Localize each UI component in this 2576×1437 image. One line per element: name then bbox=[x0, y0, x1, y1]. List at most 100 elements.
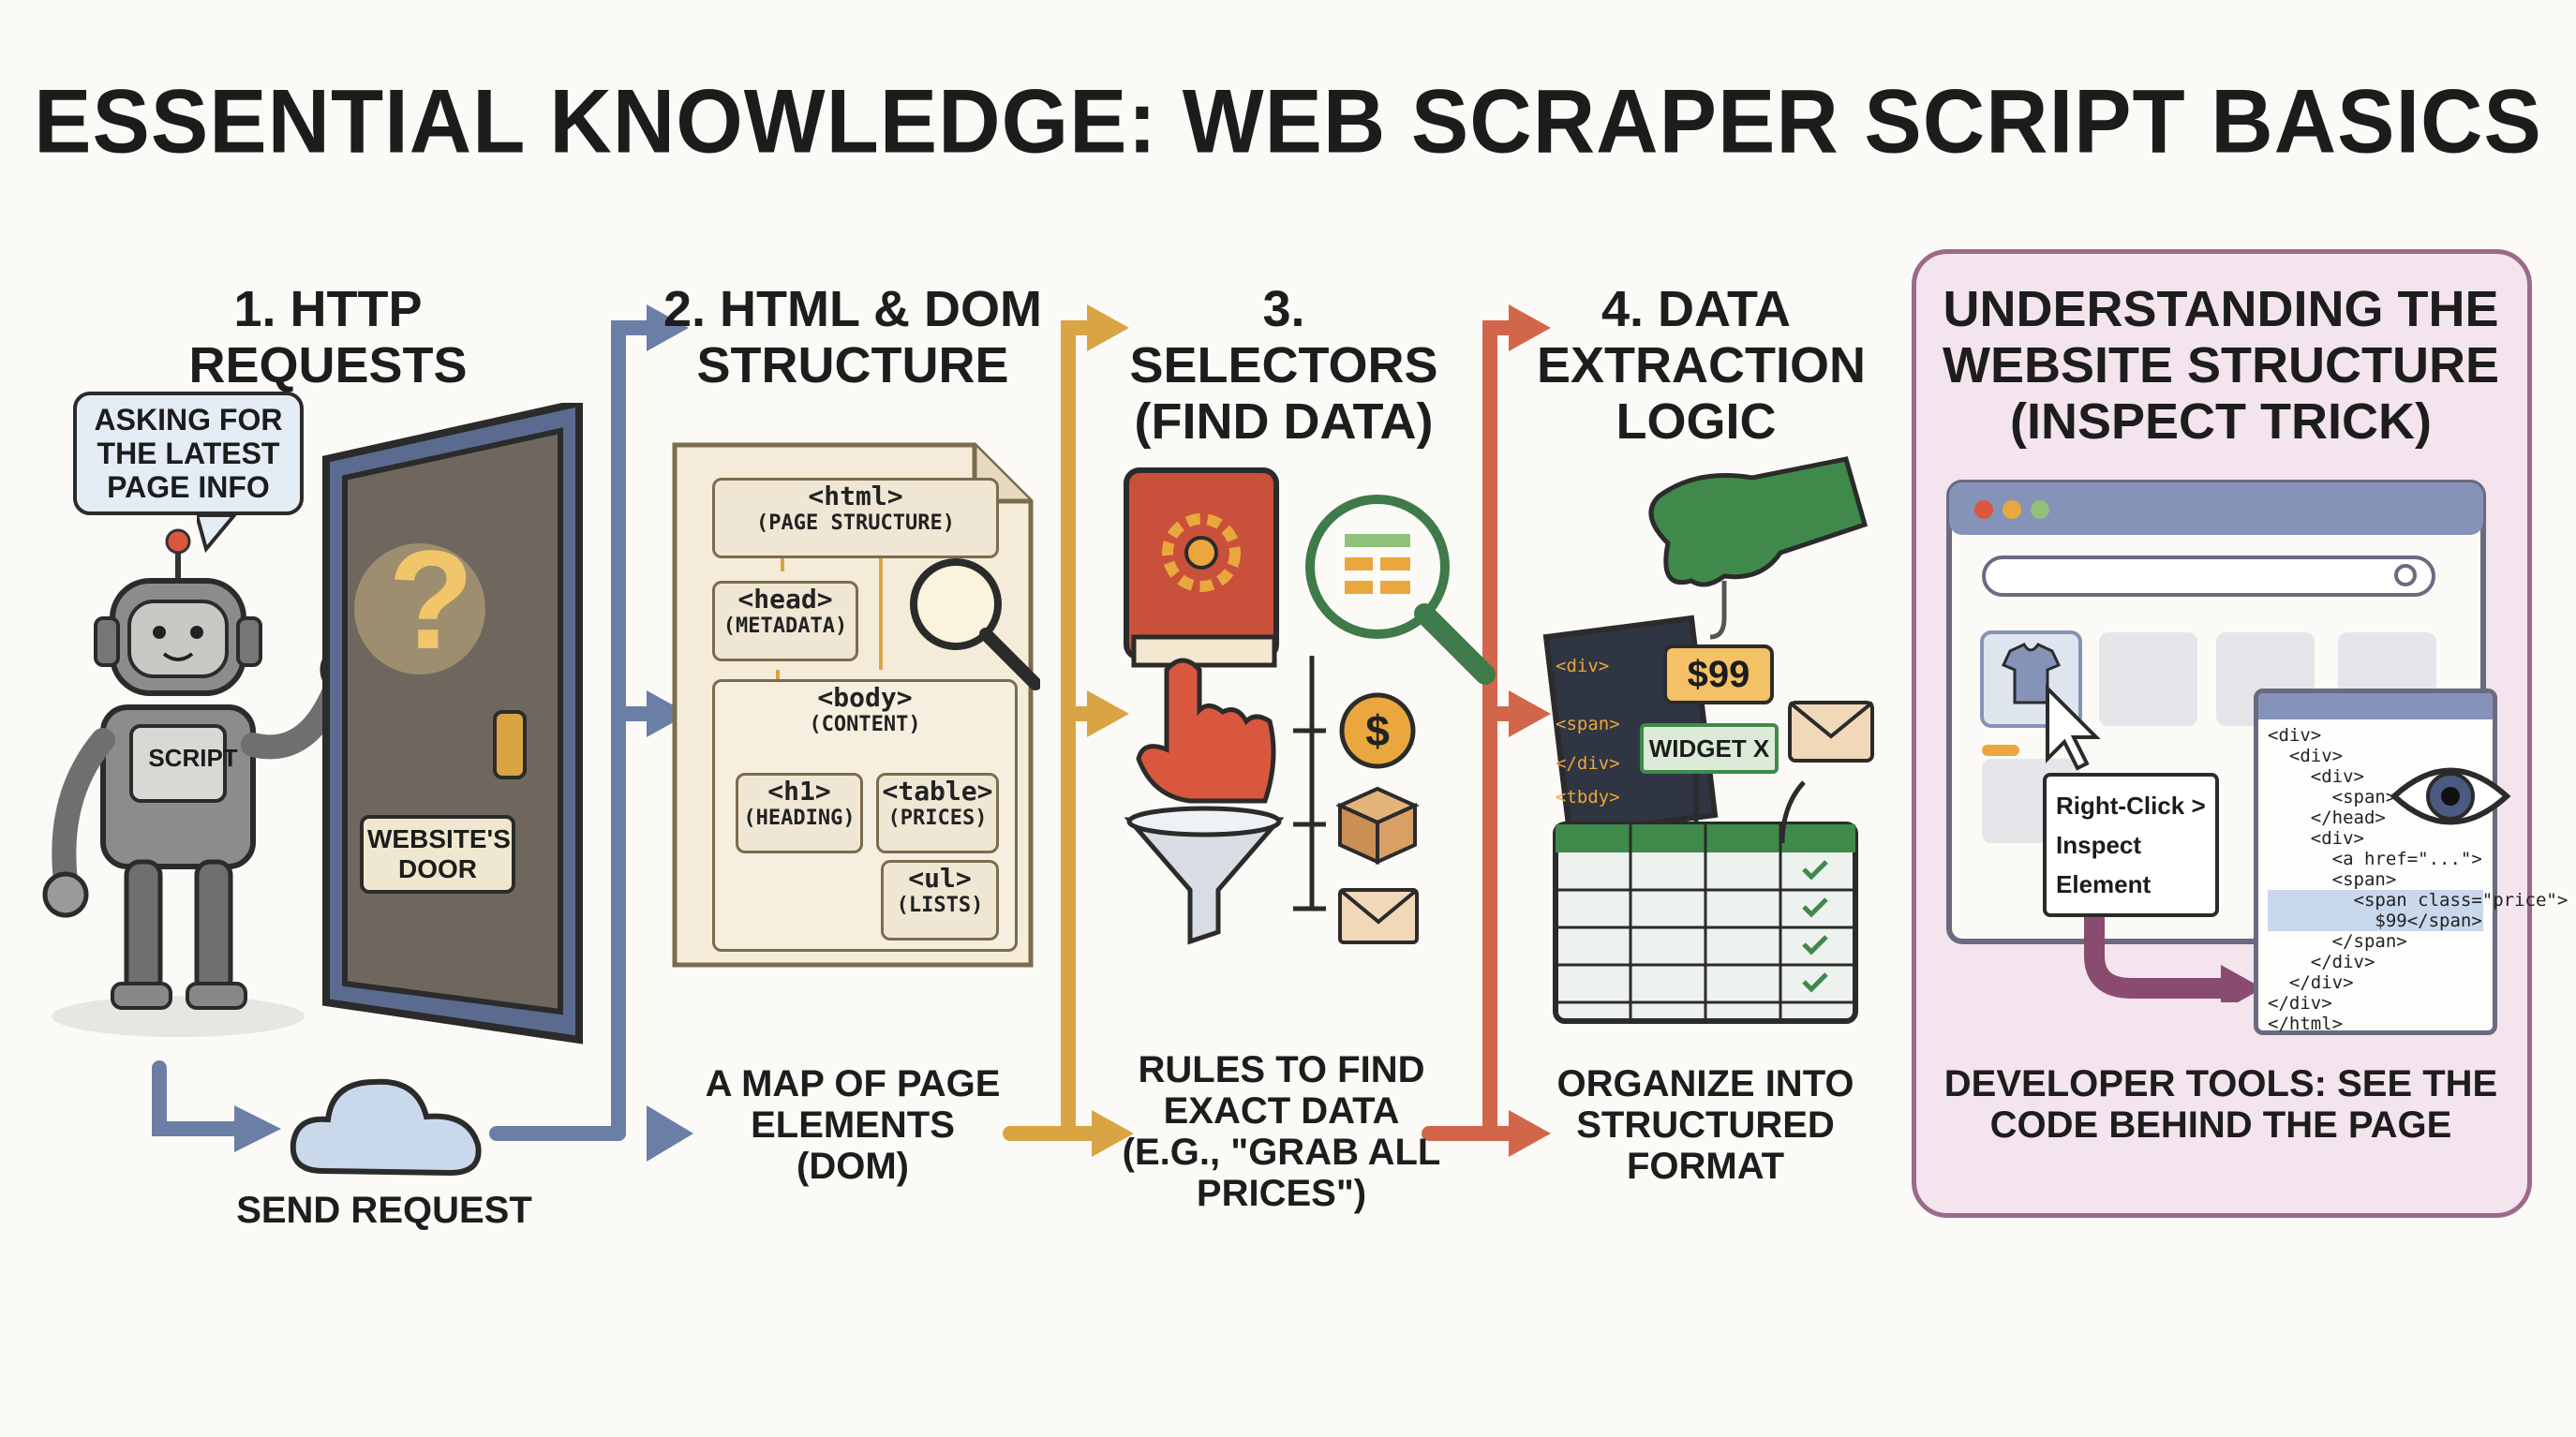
step4-heading-line: 4. DATA bbox=[1601, 281, 1791, 337]
code-line: </html> bbox=[2268, 1014, 2344, 1034]
step5-heading-line: WEBSITE STRUCTURE bbox=[1943, 337, 2499, 393]
node-sub: (LISTS) bbox=[896, 894, 984, 917]
magnifier-icon bbox=[1305, 495, 1496, 685]
step3-heading: 3. SELECTORS (FIND DATA) bbox=[1115, 281, 1452, 450]
gold-flow-arrow bbox=[1003, 320, 1099, 1141]
code-line: $99</span> bbox=[2268, 911, 2483, 931]
step3-caption-line: PRICES") bbox=[1196, 1173, 1367, 1214]
code-line: <a href="..."> bbox=[2268, 849, 2482, 869]
step1-heading-line: 1. HTTP REQUESTS bbox=[188, 281, 468, 393]
step4-caption-line: ORGANIZE INTO bbox=[1556, 1063, 1854, 1104]
widget-label: WIDGET X bbox=[1640, 723, 1779, 774]
step1-heading: 1. HTTP REQUESTS bbox=[112, 281, 543, 393]
step2-caption-line: (DOM) bbox=[797, 1146, 909, 1187]
code-line: <tbdy> bbox=[1556, 787, 1620, 807]
devtools-code: <div> <div> <div> <span> </head> <div> <… bbox=[2258, 719, 2569, 1040]
code-line: </div> bbox=[1556, 753, 1620, 774]
step2-caption-line: A MAP OF PAGE bbox=[705, 1063, 1001, 1104]
dom-node-ul: <ul> (LISTS) bbox=[881, 860, 999, 941]
pointing-hand-icon bbox=[1136, 658, 1276, 804]
context-menu[interactable]: Right-Click > Inspect Element bbox=[2043, 773, 2219, 917]
code-line: </div> bbox=[2268, 972, 2354, 993]
step5-caption-line: CODE BEHIND THE PAGE bbox=[1989, 1104, 2452, 1146]
devtools-titlebar bbox=[2258, 693, 2493, 719]
step3-caption-line: RULES TO FIND bbox=[1138, 1049, 1425, 1090]
package-icon bbox=[1335, 786, 1420, 866]
step4-caption-line: STRUCTURED bbox=[1576, 1104, 1835, 1146]
green-hand-icon bbox=[1648, 456, 1869, 587]
door-question-mark: ? bbox=[388, 521, 474, 678]
devtools-panel: <div> <div> <div> <span> </head> <div> <… bbox=[2254, 689, 2568, 1035]
step2-caption-line: ELEMENTS bbox=[751, 1104, 955, 1146]
step5-caption: DEVELOPER TOOLS: SEE THE CODE BEHIND THE… bbox=[1930, 1063, 2511, 1146]
step5-caption-line: DEVELOPER TOOLS: SEE THE bbox=[1943, 1063, 2498, 1104]
node-tag: <ul> bbox=[908, 863, 972, 894]
node-sub: (HEADING) bbox=[743, 807, 856, 830]
code-line: <div> bbox=[2268, 746, 2344, 766]
door-sign-line: DOOR bbox=[398, 854, 477, 883]
node-tag: <h1> bbox=[767, 776, 831, 807]
step5-heading-line: (INSPECT TRICK) bbox=[2010, 393, 2432, 450]
step3-heading-line: 3. SELECTORS bbox=[1129, 281, 1438, 393]
robot-badge: SCRIPT bbox=[148, 744, 238, 772]
door-sign-line: WEBSITE'S bbox=[367, 824, 511, 853]
dom-node-table: <table> (PRICES) bbox=[876, 773, 999, 853]
code-line: </div> bbox=[2268, 952, 2375, 972]
dom-node-html: <html> (PAGE STRUCTURE) bbox=[712, 478, 999, 558]
dom-node-head: <head> (METADATA) bbox=[712, 581, 858, 661]
code-line: <div> bbox=[2268, 725, 2322, 746]
step3-heading-line: (FIND DATA) bbox=[1134, 393, 1434, 450]
node-tag: <html> bbox=[808, 481, 903, 511]
door-icon bbox=[322, 403, 583, 1044]
step5-heading: UNDERSTANDING THE WEBSITE STRUCTURE (INS… bbox=[1921, 281, 2521, 450]
step2-heading-line: 2. HTML & DOM bbox=[663, 281, 1042, 337]
node-sub: (CONTENT) bbox=[809, 713, 921, 736]
laptop-code: <div> <span> </div> <tbdy> bbox=[1556, 656, 1687, 807]
code-line: </head> bbox=[2268, 807, 2386, 828]
step4-heading: 4. DATA EXTRACTION LOGIC bbox=[1537, 281, 1866, 450]
step3-caption: RULES TO FIND EXACT DATA (E.G., "GRAB AL… bbox=[1120, 1049, 1443, 1214]
context-menu-item-inspect[interactable]: Inspect Element bbox=[2056, 831, 2152, 898]
step3-caption-line: (E.G., "GRAB ALL bbox=[1122, 1132, 1441, 1173]
robot-speech-bubble: ASKING FOR THE LATEST PAGE INFO bbox=[73, 392, 304, 515]
speech-line: PAGE INFO bbox=[107, 470, 270, 504]
code-line: <div> bbox=[1556, 656, 1610, 676]
code-line: <div> bbox=[2268, 828, 2364, 849]
node-sub: (PRICES) bbox=[887, 807, 988, 830]
code-line: <span> bbox=[2268, 787, 2397, 807]
eye-icon bbox=[2390, 767, 2511, 825]
dollar-symbol: $ bbox=[1365, 706, 1390, 755]
speech-tail bbox=[197, 515, 237, 553]
code-line: <span class="price"> bbox=[2268, 890, 2569, 911]
context-menu-item-right-click[interactable]: Right-Click > bbox=[2056, 792, 2206, 820]
node-tag: <table> bbox=[882, 776, 993, 807]
blue-flow-arrow bbox=[152, 320, 654, 1141]
step1-caption: SEND REQUEST bbox=[216, 1190, 553, 1231]
speech-line: ASKING FOR bbox=[94, 403, 283, 437]
step4-heading-line: LOGIC bbox=[1616, 393, 1777, 450]
code-line: </div> bbox=[2268, 993, 2332, 1014]
speech-line: THE LATEST bbox=[97, 437, 280, 470]
step5-heading-line: UNDERSTANDING THE bbox=[1943, 281, 2499, 337]
node-sub: (PAGE STRUCTURE) bbox=[756, 511, 955, 535]
door-sign: WEBSITE'S DOOR bbox=[360, 815, 515, 894]
funnel-icon bbox=[1124, 817, 1285, 945]
envelope-icon bbox=[1788, 701, 1874, 763]
node-tag: <body> bbox=[817, 682, 913, 713]
dom-node-h1: <h1> (HEADING) bbox=[736, 773, 863, 853]
dollar-coin-icon bbox=[1339, 692, 1416, 769]
page-title: ESSENTIAL KNOWLEDGE: WEB SCRAPER SCRIPT … bbox=[34, 71, 2542, 172]
selectors-illustration bbox=[1124, 467, 1496, 945]
code-line: </span> bbox=[2268, 931, 2407, 952]
node-tag: <head> bbox=[737, 584, 833, 615]
step3-caption-line: EXACT DATA bbox=[1163, 1090, 1400, 1132]
code-line: <span> bbox=[2268, 869, 2397, 890]
step2-heading-line: STRUCTURE bbox=[696, 337, 1009, 393]
step4-caption: ORGANIZE INTO STRUCTURED FORMAT bbox=[1546, 1063, 1865, 1187]
step2-heading: 2. HTML & DOM STRUCTURE bbox=[656, 281, 1050, 393]
spreadsheet-icon bbox=[1553, 822, 1858, 1024]
step1-caption-line: SEND REQUEST bbox=[236, 1190, 532, 1231]
extraction-illustration bbox=[1542, 456, 1874, 1024]
price-tag: $99 bbox=[1663, 644, 1774, 704]
